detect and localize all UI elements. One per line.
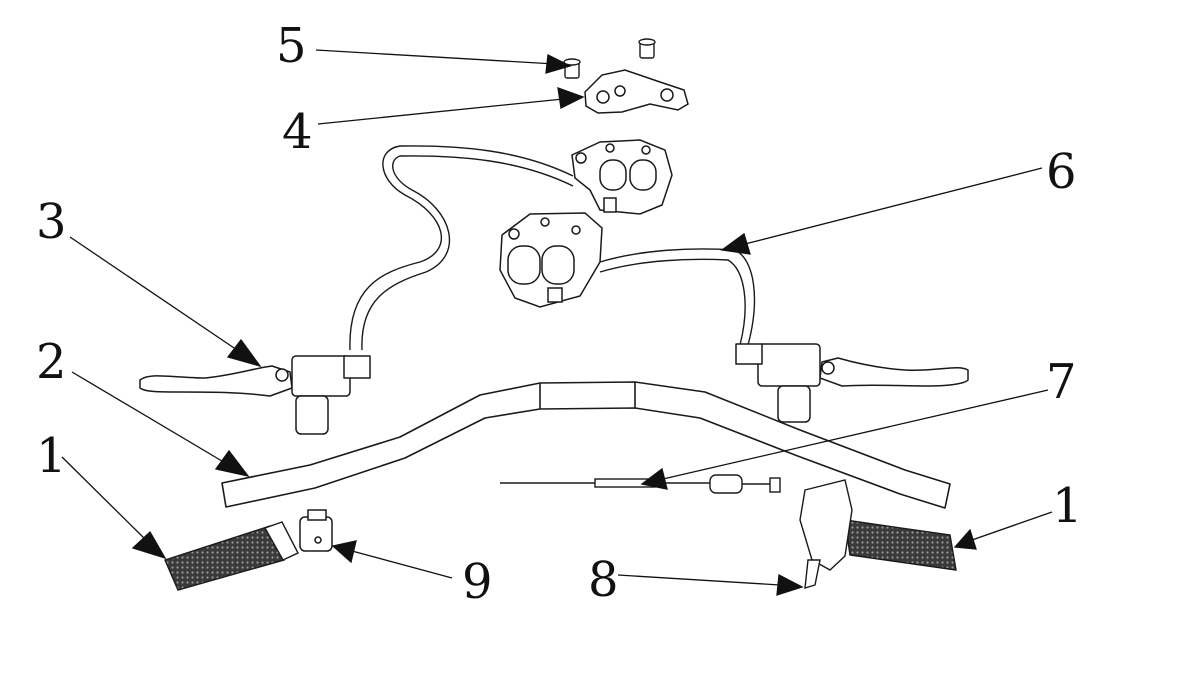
callout-labels: 5 4 6 3 2 7 1 1 9 8 — [36, 18, 1083, 610]
callout-1-right: 1 — [1052, 478, 1083, 534]
throttle-cable — [500, 474, 781, 494]
lower-caliper — [499, 212, 603, 308]
callout-leaders — [61, 49, 1053, 596]
callout-3: 3 — [36, 194, 67, 250]
right-throttle-grip — [799, 479, 957, 589]
callout-9: 9 — [462, 554, 493, 610]
left-brake-lever — [139, 355, 371, 435]
callout-2: 2 — [36, 334, 67, 390]
right-brake-lever — [735, 343, 969, 423]
left-switch-housing — [299, 509, 333, 552]
callout-7: 7 — [1046, 354, 1077, 410]
brake-hose-right — [599, 248, 756, 346]
upper-caliper — [571, 139, 673, 215]
left-grip — [164, 521, 299, 591]
brake-hose-left — [349, 145, 574, 351]
callout-1-left: 1 — [36, 428, 67, 484]
callout-4: 4 — [282, 104, 313, 160]
mounting-bracket — [584, 69, 689, 114]
callout-5: 5 — [276, 18, 307, 74]
callout-8: 8 — [588, 552, 619, 608]
handlebar — [221, 381, 951, 509]
callout-6: 6 — [1046, 144, 1077, 200]
bolts — [563, 38, 656, 79]
